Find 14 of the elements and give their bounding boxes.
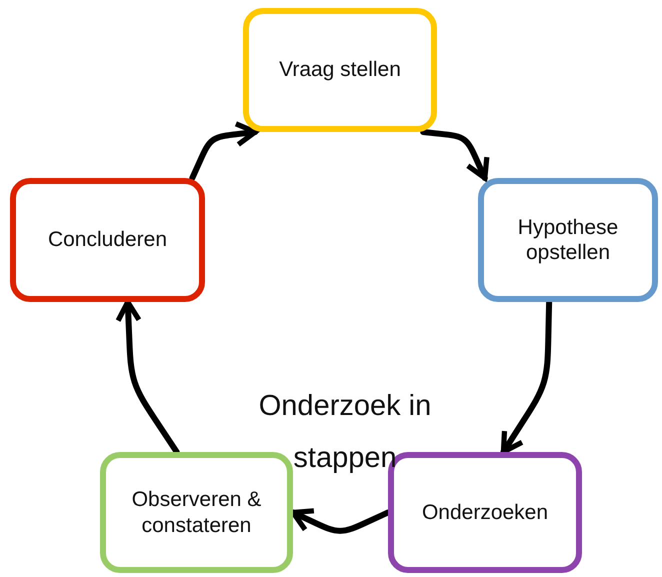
box-label: Observeren & constateren — [130, 487, 262, 538]
process-box — [243, 8, 437, 132]
box-label: Concluderen — [48, 227, 168, 253]
process-box — [100, 452, 293, 573]
process-box — [10, 178, 205, 302]
arrow — [420, 129, 490, 181]
process-box — [478, 178, 658, 302]
diagram-title: Onderzoek in stappen — [258, 389, 432, 476]
arrow — [189, 121, 258, 181]
box-label: Vraag stellen — [279, 57, 401, 83]
arrow — [116, 299, 180, 455]
arrow — [500, 299, 552, 455]
box-label: Onderzoeken — [422, 500, 548, 526]
box-label: Hypothese opstellen — [516, 214, 620, 266]
